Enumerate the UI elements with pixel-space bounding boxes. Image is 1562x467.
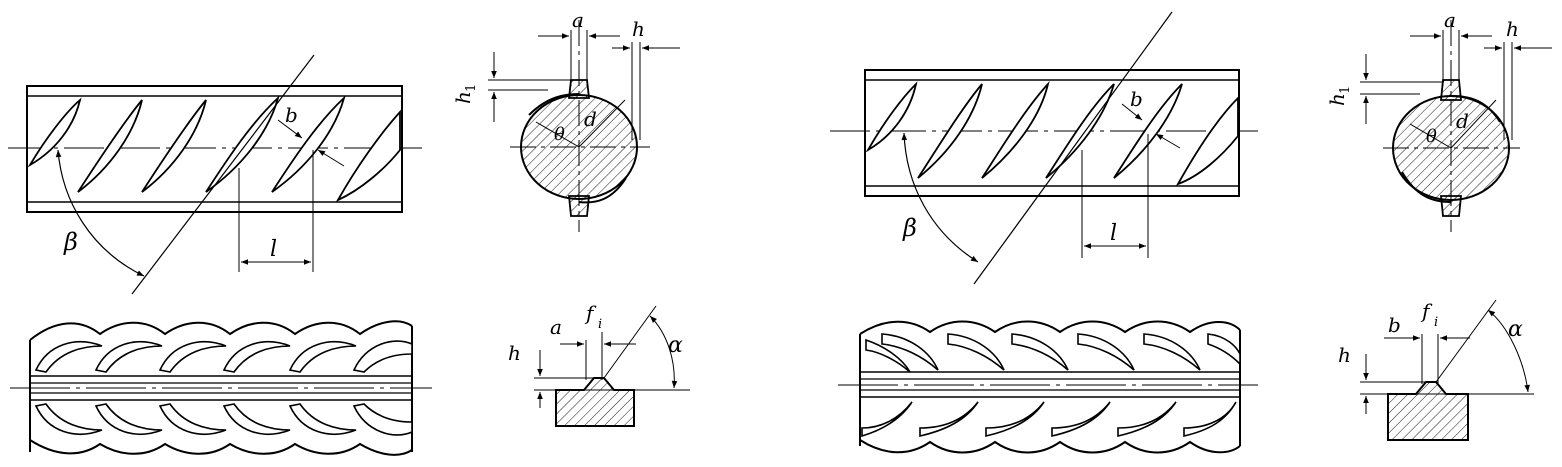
- b-label: b: [1130, 87, 1143, 111]
- transverse-rib-group: [861, 333, 1241, 438]
- alpha-label: α: [1508, 317, 1523, 342]
- rebar-plan-view-right: β b l: [830, 11, 1258, 285]
- h1-subscript: 1: [1338, 86, 1353, 94]
- rebar-plan-view-left: β b l: [8, 54, 422, 295]
- a-label: a: [572, 8, 584, 32]
- theta-label: θ: [1426, 126, 1437, 147]
- alpha-angle-arc: [1487, 309, 1530, 393]
- beta-angle-arc: [55, 149, 145, 277]
- b-label: b: [285, 103, 298, 127]
- beta-label: β: [63, 228, 78, 256]
- h-label: h: [632, 17, 645, 41]
- rebar-side-view-right: [838, 320, 1258, 454]
- d-label: d: [1456, 109, 1469, 133]
- f-label: f: [1420, 299, 1433, 323]
- a-label: a: [550, 315, 562, 339]
- theta-label: θ: [554, 124, 565, 145]
- h-label: h: [508, 341, 521, 365]
- oblique-rib-group: [865, 80, 1239, 186]
- f-label: f: [584, 301, 597, 325]
- h1-label: h: [1325, 93, 1349, 106]
- a-label: a: [1444, 8, 1456, 32]
- rebar-cross-section-left: a h h 1 d θ: [451, 8, 680, 232]
- l-label: l: [1110, 221, 1117, 246]
- beta-angle-arc: [901, 132, 979, 263]
- l-label: l: [270, 237, 277, 262]
- rib-profile-right: h b f i α: [1338, 299, 1534, 441]
- f-subscript: i: [598, 317, 602, 332]
- h-label: h: [1506, 17, 1519, 41]
- rib-profile-left: h a f i α: [508, 301, 690, 427]
- alpha-label: α: [668, 333, 683, 358]
- h-label: h: [1338, 343, 1351, 367]
- alpha-angle-arc: [649, 315, 678, 389]
- b-label: b: [1388, 313, 1401, 337]
- f-subscript: i: [1434, 315, 1438, 330]
- beta-label: β: [902, 214, 917, 242]
- oblique-rib-group: [27, 95, 401, 202]
- d-label: d: [584, 107, 597, 131]
- transverse-rib-group: [34, 340, 413, 436]
- rebar-cross-section-right: a h h 1 d θ: [1325, 8, 1552, 232]
- h1-label: h: [451, 91, 475, 104]
- rebar-side-view-left: [10, 320, 432, 456]
- h1-subscript: 1: [464, 84, 479, 92]
